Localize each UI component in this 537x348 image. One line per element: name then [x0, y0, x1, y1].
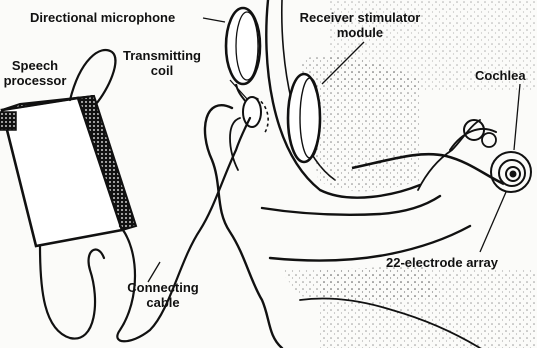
label-transmitting-coil-line2: coil	[112, 63, 212, 78]
label-transmitting-coil: Transmitting coil	[112, 48, 212, 78]
label-transmitting-coil-line1: Transmitting	[112, 48, 212, 63]
label-speech-processor: Speech processor	[0, 58, 70, 88]
label-receiver-stimulator: Receiver stimulator module	[295, 10, 425, 40]
directional-microphone	[226, 8, 260, 108]
cochlea-leader	[514, 84, 520, 150]
label-connecting-cable-line2: cable	[118, 295, 208, 310]
label-speech-processor-line2: processor	[0, 73, 70, 88]
label-cochlea: Cochlea	[475, 68, 526, 83]
transmitting-coil	[243, 97, 268, 134]
cochlea-spiral	[491, 152, 531, 192]
label-receiver-stimulator-line1: Receiver stimulator	[295, 10, 425, 25]
receiver-stimulator-module	[288, 74, 320, 162]
label-connecting-cable: Connecting cable	[118, 280, 208, 310]
pinna-outline	[205, 105, 282, 348]
label-receiver-stimulator-line2: module	[295, 25, 425, 40]
ear-canal-upper	[262, 196, 440, 215]
label-directional-microphone: Directional microphone	[30, 10, 175, 25]
microphone-leader	[203, 18, 225, 22]
cable-leader	[148, 262, 160, 282]
label-speech-processor-line1: Speech	[0, 58, 70, 73]
speech-processor-unit	[0, 96, 136, 246]
label-22-electrode-array: 22-electrode array	[386, 255, 498, 270]
electrode-leader	[480, 192, 506, 252]
label-connecting-cable-line1: Connecting	[118, 280, 208, 295]
